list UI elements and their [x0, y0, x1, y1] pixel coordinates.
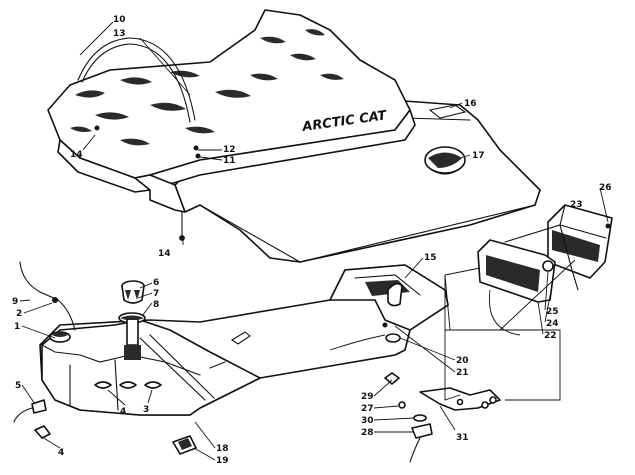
- callout-9: 9: [12, 297, 18, 307]
- callout-19: 19: [216, 456, 229, 466]
- callout-16: 16: [464, 99, 477, 109]
- callout-4-lower: 4: [58, 448, 64, 458]
- fuel-cap-6: [121, 280, 145, 304]
- callout-7: 7: [153, 289, 159, 299]
- callout-labels: 10 13 16 12 11 17 14 14 26 23 15 6 7 8 9…: [12, 15, 612, 466]
- callout-5: 5: [15, 381, 21, 391]
- seat-hood-assembly: [47, 9, 541, 263]
- callout-1: 1: [14, 322, 20, 332]
- callout-6: 6: [153, 278, 159, 288]
- callout-15: 15: [424, 253, 437, 263]
- wiring-harness: [329, 259, 576, 401]
- callout-31: 31: [456, 433, 469, 443]
- callout-4-upper: 4: [120, 407, 126, 417]
- callout-12: 12: [223, 145, 236, 155]
- small-parts: [13, 322, 501, 463]
- callout-20: 20: [456, 356, 469, 366]
- fuel-tank-chassis: [19, 261, 449, 416]
- callout-28: 28: [361, 428, 374, 438]
- callout-10: 10: [113, 15, 126, 25]
- callout-23: 23: [570, 200, 583, 210]
- callout-13: 13: [113, 29, 126, 39]
- cap-17: [424, 146, 466, 175]
- callout-18: 18: [216, 444, 229, 454]
- callout-11: 11: [223, 156, 236, 166]
- callout-21: 21: [456, 368, 469, 378]
- seat-texture: [70, 29, 344, 146]
- callout-24: 24: [546, 319, 559, 329]
- callout-14-upper: 14: [70, 150, 83, 160]
- callout-26: 26: [599, 183, 612, 193]
- leader-lines: [19, 21, 609, 461]
- callout-14-lower: 14: [158, 249, 171, 259]
- taillight-assembly: [477, 204, 613, 303]
- callout-8: 8: [153, 300, 159, 310]
- callout-25: 25: [546, 307, 559, 317]
- callout-3: 3: [143, 405, 149, 415]
- callout-27: 27: [361, 404, 374, 414]
- callout-22: 22: [544, 331, 557, 341]
- callout-17: 17: [472, 151, 485, 161]
- callout-2: 2: [16, 309, 22, 319]
- callout-30: 30: [361, 416, 374, 426]
- callout-29: 29: [361, 392, 374, 402]
